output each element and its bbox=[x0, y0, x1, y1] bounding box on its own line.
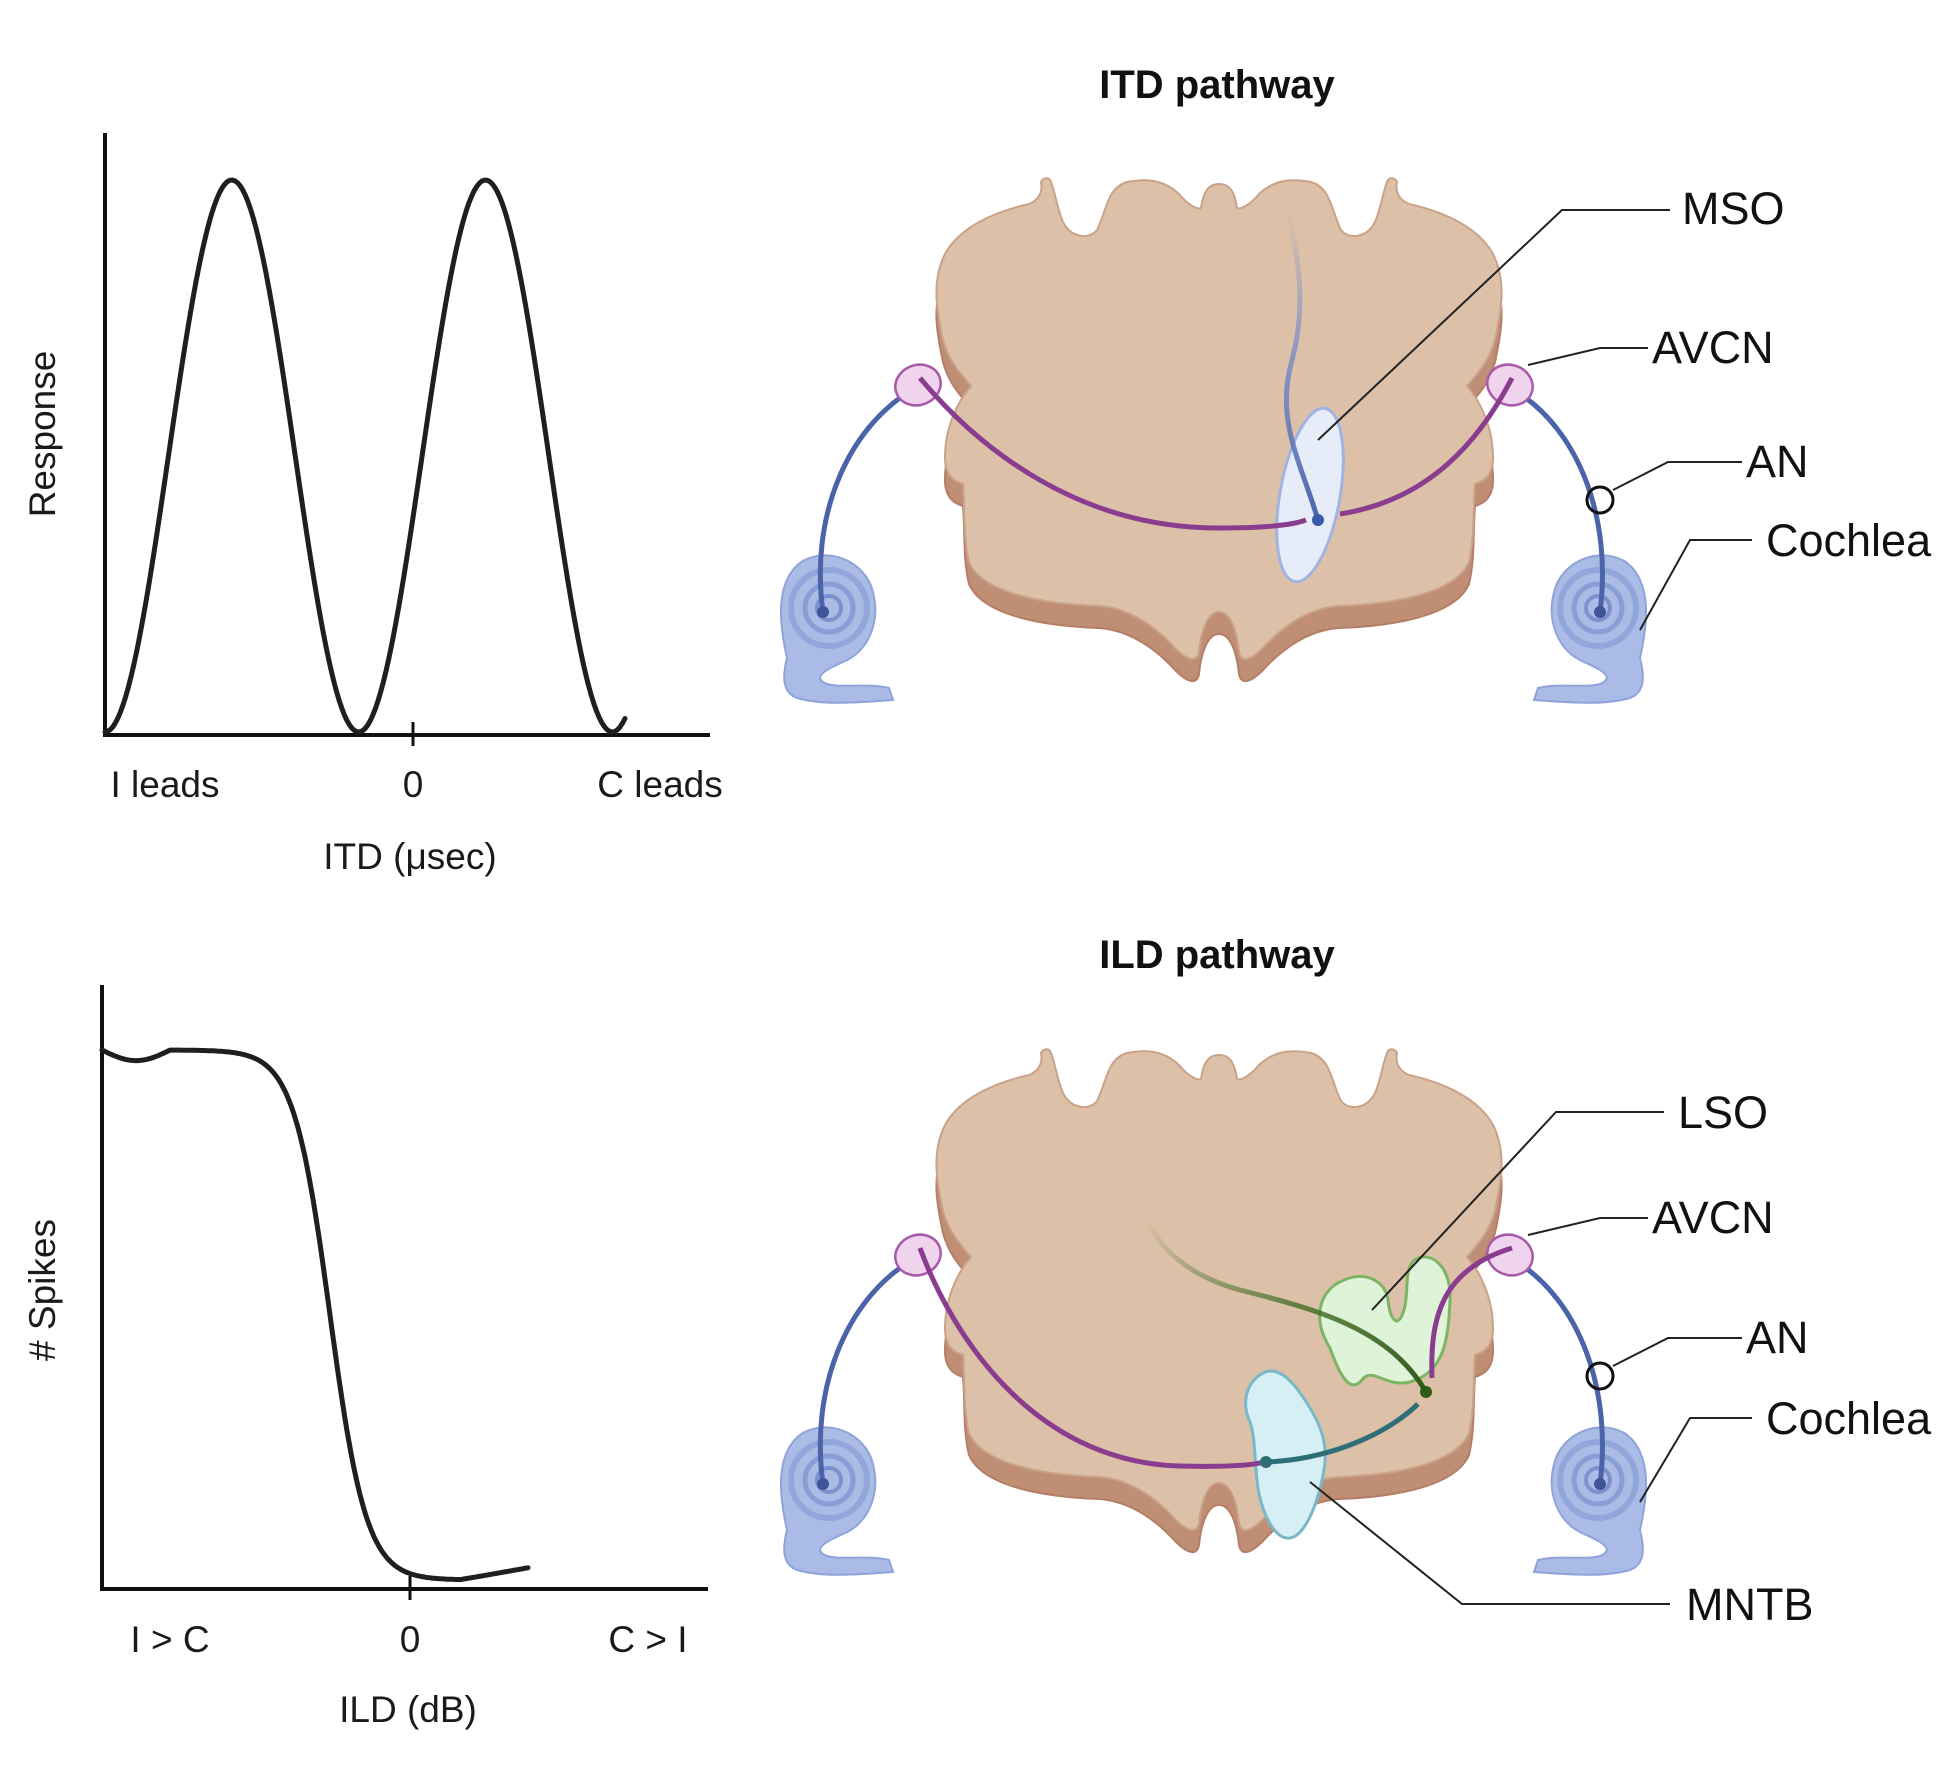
ild-avcn-projection-left bbox=[917, 1247, 1265, 1469]
itd-mso-cell bbox=[1312, 514, 1324, 526]
itd-brainstem bbox=[935, 177, 1503, 683]
ild-label-an: AN bbox=[1746, 1312, 1809, 1363]
ild-an-leader bbox=[1612, 1337, 1742, 1367]
ild-label-lso: LSO bbox=[1678, 1087, 1768, 1138]
itd-cochlea-left bbox=[781, 555, 893, 702]
ild-auditory-nerve-right bbox=[1512, 1257, 1605, 1485]
ild-label-mntb: MNTB bbox=[1686, 1579, 1814, 1630]
itd-an-terminal-left bbox=[817, 606, 829, 618]
itd-an-marker bbox=[1585, 485, 1615, 515]
ild-mntb-leader bbox=[1309, 1481, 1670, 1605]
ild-tick-i-gt-c: I > C bbox=[130, 1619, 209, 1660]
ild-an-marker bbox=[1585, 1361, 1615, 1391]
ild-lso-leader bbox=[1371, 1111, 1664, 1311]
itd-label-mso: MSO bbox=[1682, 183, 1785, 234]
itd-tick-c-leads: C leads bbox=[597, 764, 722, 805]
itd-avcn-projection-left bbox=[918, 376, 1307, 531]
ild-mntb-projection bbox=[1265, 1402, 1420, 1465]
itd-mso-leader bbox=[1317, 209, 1670, 441]
itd-mso-ascending-axon bbox=[1283, 209, 1321, 521]
ild-x-axis-title: ILD (dB) bbox=[339, 1689, 477, 1730]
itd-auditory-nerve-left bbox=[817, 387, 914, 613]
ild-cochlea-left bbox=[781, 1427, 893, 1574]
ild-an-terminal-left bbox=[817, 1478, 829, 1490]
itd-brainstem-body bbox=[935, 177, 1503, 661]
ild-mntb-cell bbox=[1260, 1456, 1272, 1468]
ild-mntb-nucleus bbox=[1244, 1369, 1327, 1540]
ild-y-axis-title: # Spikes bbox=[22, 1219, 63, 1361]
ild-chart: I > C 0 C > I ILD (dB) # Spikes bbox=[22, 985, 708, 1730]
ild-avcn-leader bbox=[1527, 1217, 1648, 1236]
ild-auditory-nerve-left bbox=[817, 1257, 914, 1485]
itd-an-leader bbox=[1612, 461, 1742, 491]
itd-avcn-projection-right bbox=[1339, 376, 1515, 517]
itd-cochlea-right bbox=[1534, 555, 1646, 702]
itd-label-cochlea: Cochlea bbox=[1766, 515, 1932, 566]
itd-cochlea-leader bbox=[1639, 539, 1752, 631]
ild-avcn-projection-right bbox=[1429, 1245, 1513, 1379]
ild-lso-cell bbox=[1420, 1386, 1432, 1398]
itd-tick-zero: 0 bbox=[403, 764, 424, 805]
ild-cochlea-right bbox=[1534, 1427, 1646, 1574]
itd-tick-i-leads: I leads bbox=[110, 764, 219, 805]
ild-label-cochlea: Cochlea bbox=[1766, 1393, 1932, 1444]
ild-avcn-right bbox=[1486, 1233, 1534, 1277]
ild-pathway-title: ILD pathway bbox=[1099, 933, 1335, 977]
itd-response-curve bbox=[102, 177, 628, 735]
itd-avcn-left bbox=[894, 363, 942, 407]
ild-pathway-diagram: ILD pathway bbox=[781, 933, 1932, 1630]
ild-tick-c-gt-i: C > I bbox=[608, 1619, 687, 1660]
itd-label-avcn: AVCN bbox=[1652, 322, 1774, 373]
ild-cochlea-leader bbox=[1639, 1417, 1752, 1503]
ild-lso-ascending-axon bbox=[1145, 1219, 1429, 1394]
ild-lso-nucleus bbox=[1318, 1255, 1452, 1387]
ild-label-avcn: AVCN bbox=[1652, 1192, 1774, 1243]
ild-an-terminal-right bbox=[1594, 1478, 1606, 1490]
ild-spikes-curve bbox=[99, 1047, 531, 1583]
itd-auditory-nerve-right bbox=[1512, 387, 1605, 613]
ild-avcn-left bbox=[894, 1233, 942, 1277]
itd-an-terminal-right bbox=[1594, 606, 1606, 618]
ild-tick-zero: 0 bbox=[400, 1619, 421, 1660]
itd-pathway-title: ITD pathway bbox=[1099, 63, 1335, 107]
itd-x-axis-title: ITD (μsec) bbox=[323, 836, 496, 877]
itd-y-axis-title: Response bbox=[22, 351, 63, 518]
itd-pathway-diagram: ITD pathway MS bbox=[781, 63, 1932, 703]
itd-avcn-leader bbox=[1527, 347, 1648, 366]
itd-label-an: AN bbox=[1746, 436, 1809, 487]
itd-chart: I leads 0 C leads ITD (μsec) Response bbox=[22, 133, 723, 877]
